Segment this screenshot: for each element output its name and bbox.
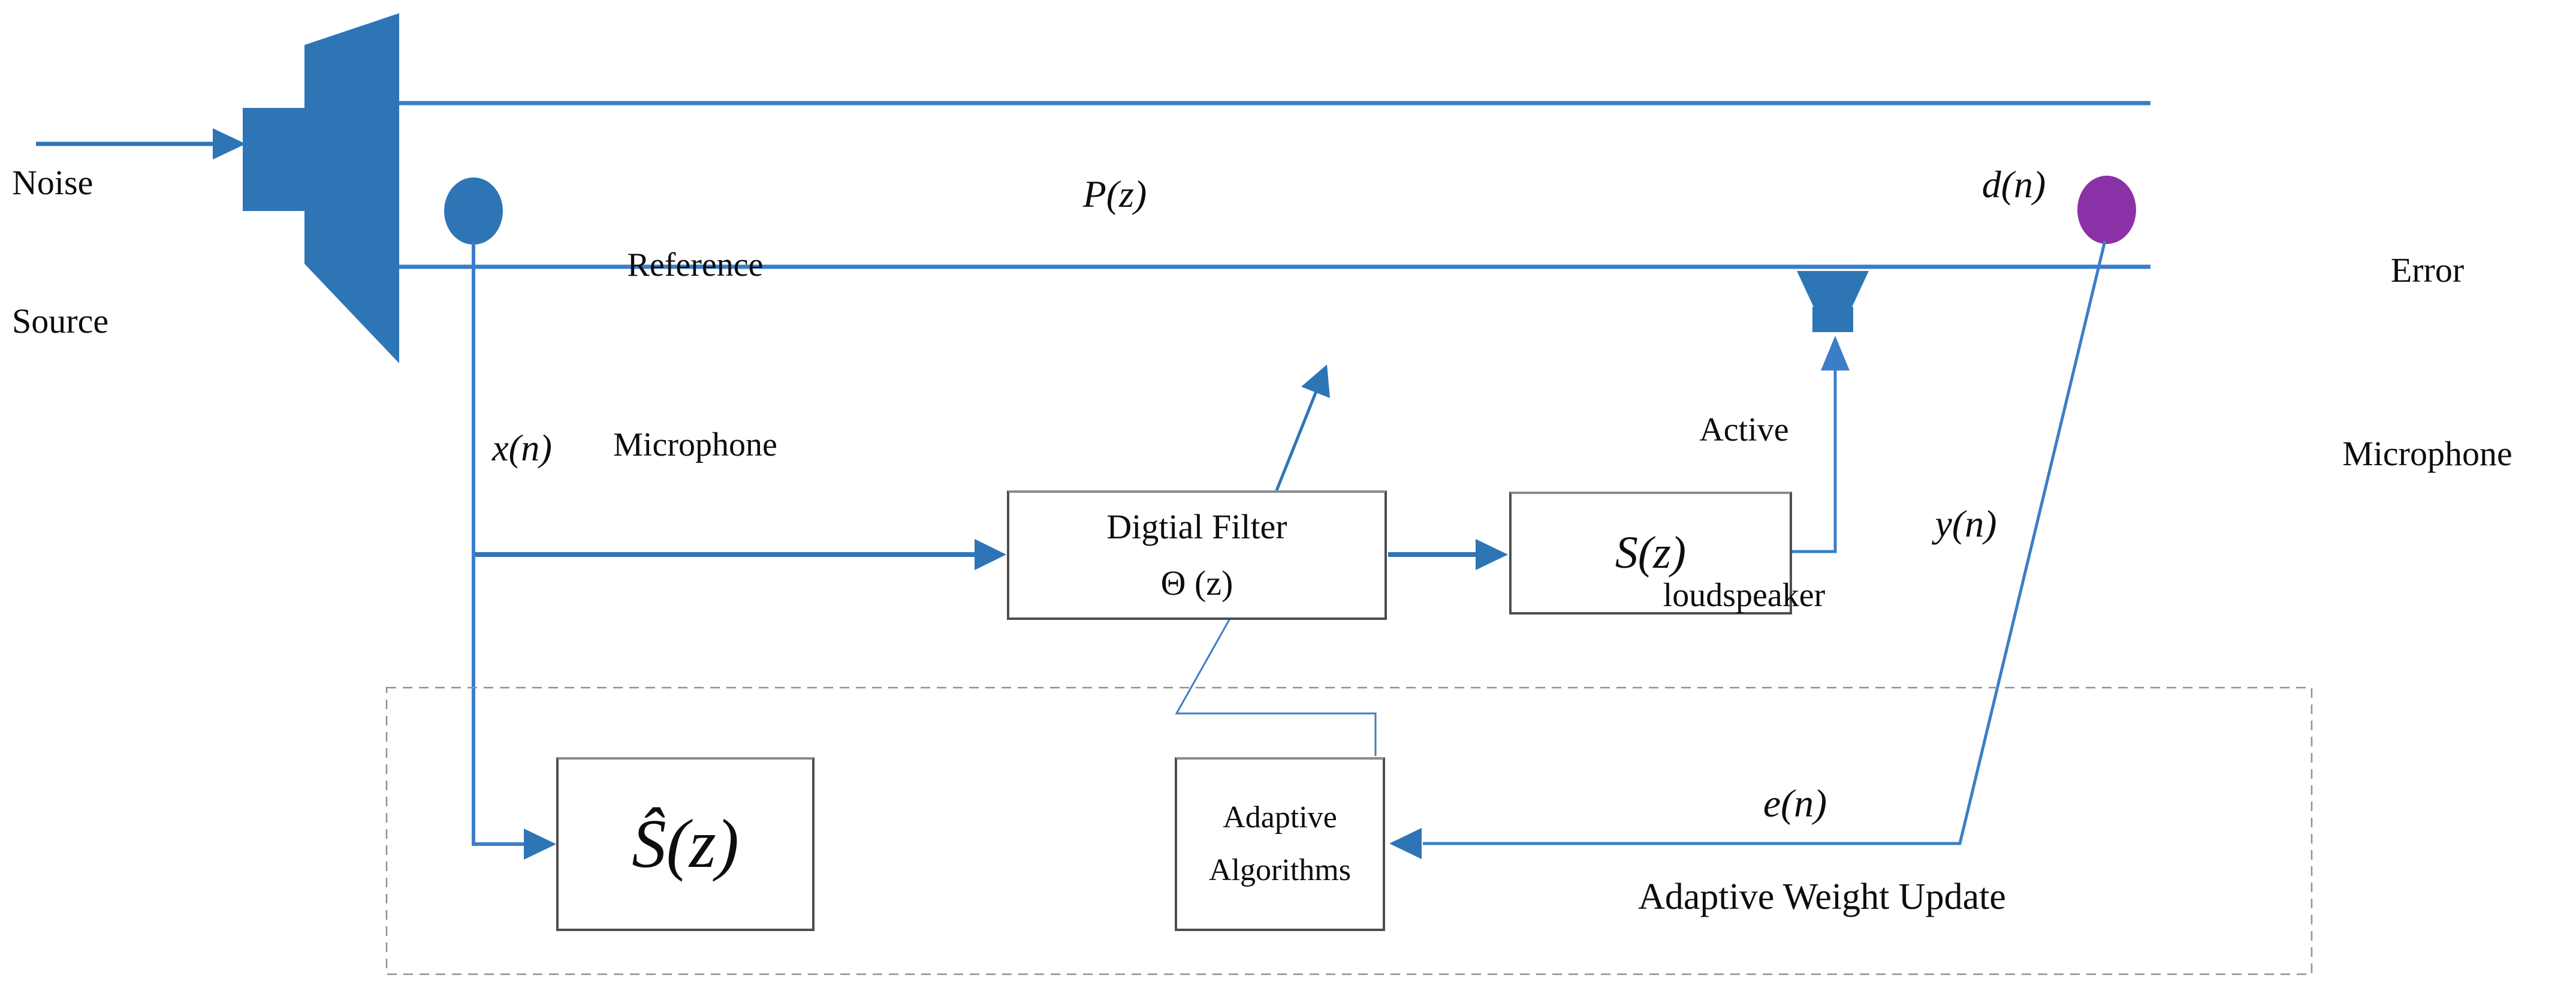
noise-fan-blade-shape [304, 13, 399, 363]
e-n-feedback-wire [1423, 240, 2107, 845]
filter-update-arrowhead [1301, 365, 1330, 398]
adaptive-algorithms-block: Adaptive Algorithms [1175, 757, 1385, 931]
noise-source-label-line1: Noise [12, 163, 93, 202]
reference-microphone-label: Reference Microphone [491, 115, 899, 595]
secondary-path-estimate-label: Ŝ(z) [632, 806, 739, 882]
error-microphone-label-line2: Microphone [2342, 434, 2512, 473]
noise-fan-body-shape [243, 108, 313, 211]
noise-source-label-line2: Source [12, 302, 109, 341]
noise-source-label: Noise Source [12, 67, 216, 436]
secondary-path-label: S(z) [1615, 528, 1687, 578]
error-signal-label: e(n) [1763, 782, 1827, 826]
error-microphone-label-line1: Error [2390, 251, 2465, 290]
reference-microphone-dot [444, 177, 503, 245]
primary-path-label: P(z) [1082, 173, 1147, 215]
active-loudspeaker-label-line1: Active [1699, 411, 1789, 448]
filter-to-sz-arrowhead [1476, 539, 1508, 570]
e-n-to-adaptive-arrowhead [1389, 828, 1422, 859]
adaptive-algorithms-label-line2: Algorithms [1209, 853, 1351, 887]
x-n-to-filter-arrowhead [975, 539, 1006, 570]
sz-to-speaker-arrowhead [1821, 336, 1850, 371]
adaptive-weight-update-label: Adaptive Weight Update [1638, 876, 2006, 917]
adaptive-algorithms-label-line1: Adaptive [1223, 800, 1337, 835]
digital-filter-block: Digtial Filter Θ (z) [1007, 490, 1387, 620]
error-microphone-dot [2077, 176, 2136, 244]
filter-update-arrow-shaft [1275, 388, 1319, 491]
noise-source-arrowhead [213, 128, 246, 159]
active-loudspeaker-label-line2: loudspeaker [1663, 577, 1826, 614]
secondary-path-estimate-block: Ŝ(z) [556, 757, 815, 931]
disturbance-signal-label: d(n) [1981, 163, 2046, 206]
reference-signal-label: x(n) [492, 428, 552, 469]
loudspeaker-cone-icon [1797, 271, 1869, 307]
sz-to-speaker-wire [1792, 369, 1837, 553]
error-microphone-label: Error Microphone [2260, 118, 2576, 607]
weight-update-zigzag-wire [1175, 618, 1377, 756]
digital-filter-label-line2: Θ (z) [1160, 564, 1233, 603]
secondary-path-block: S(z) [1509, 492, 1792, 615]
filter-output-signal-label: y(n) [1935, 502, 1997, 545]
reference-microphone-label-line1: Reference [627, 246, 764, 284]
x-n-feed-wire [472, 242, 525, 846]
adaptive-update-dashed-region [385, 686, 2313, 975]
digital-filter-label-line1: Digtial Filter [1106, 507, 1287, 546]
reference-microphone-label-line2: Microphone [613, 426, 777, 463]
x-n-to-shat-arrowhead [524, 829, 556, 860]
active-loudspeaker-label: Active loudspeaker [1564, 292, 1924, 733]
loudspeaker-magnet-icon [1812, 307, 1853, 332]
